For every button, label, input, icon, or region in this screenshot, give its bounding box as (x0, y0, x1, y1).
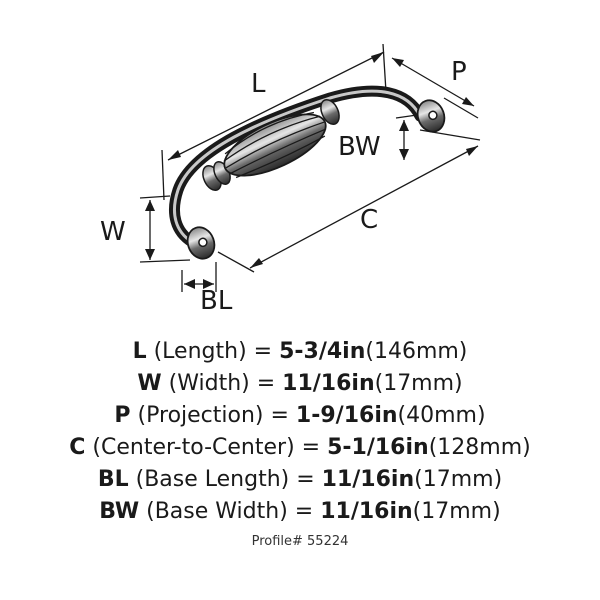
handle-dimension-diagram: L P BW W C BL (100, 43, 481, 316)
dimension-arrows (145, 52, 478, 289)
dim-line-c (249, 145, 479, 269)
profile-number: Profile# 55224 (251, 534, 349, 549)
spec-row-base-width: BW (Base Width) = 11/16in(17mm) (99, 499, 501, 524)
label-l: L (251, 69, 266, 99)
spec-row-center-to-center: C (Center-to-Center) = 5-1/16in(128mm) (69, 435, 531, 460)
spec-row-projection: P (Projection) = 1-9/16in(40mm) (114, 403, 486, 428)
spec-row-width: W (Width) = 11/16in(17mm) (137, 371, 463, 396)
label-bl: BL (200, 286, 233, 316)
label-bw: BW (338, 132, 381, 162)
handle-drawing (169, 85, 446, 260)
label-c: C (360, 205, 378, 235)
spec-row-base-length: BL (Base Length) = 11/16in(17mm) (97, 467, 503, 492)
left-base (186, 226, 216, 260)
spec-row-length: L (Length) = 5-3/4in(146mm) (132, 339, 468, 364)
specifications-list: L (Length) = 5-3/4in(146mm) W (Width) = … (0, 336, 600, 552)
label-p: P (451, 57, 467, 87)
right-base (416, 99, 446, 133)
label-w: W (100, 217, 126, 247)
dim-line-p (391, 57, 475, 107)
fluted-grip (223, 111, 327, 179)
dim-line-l (167, 51, 385, 161)
